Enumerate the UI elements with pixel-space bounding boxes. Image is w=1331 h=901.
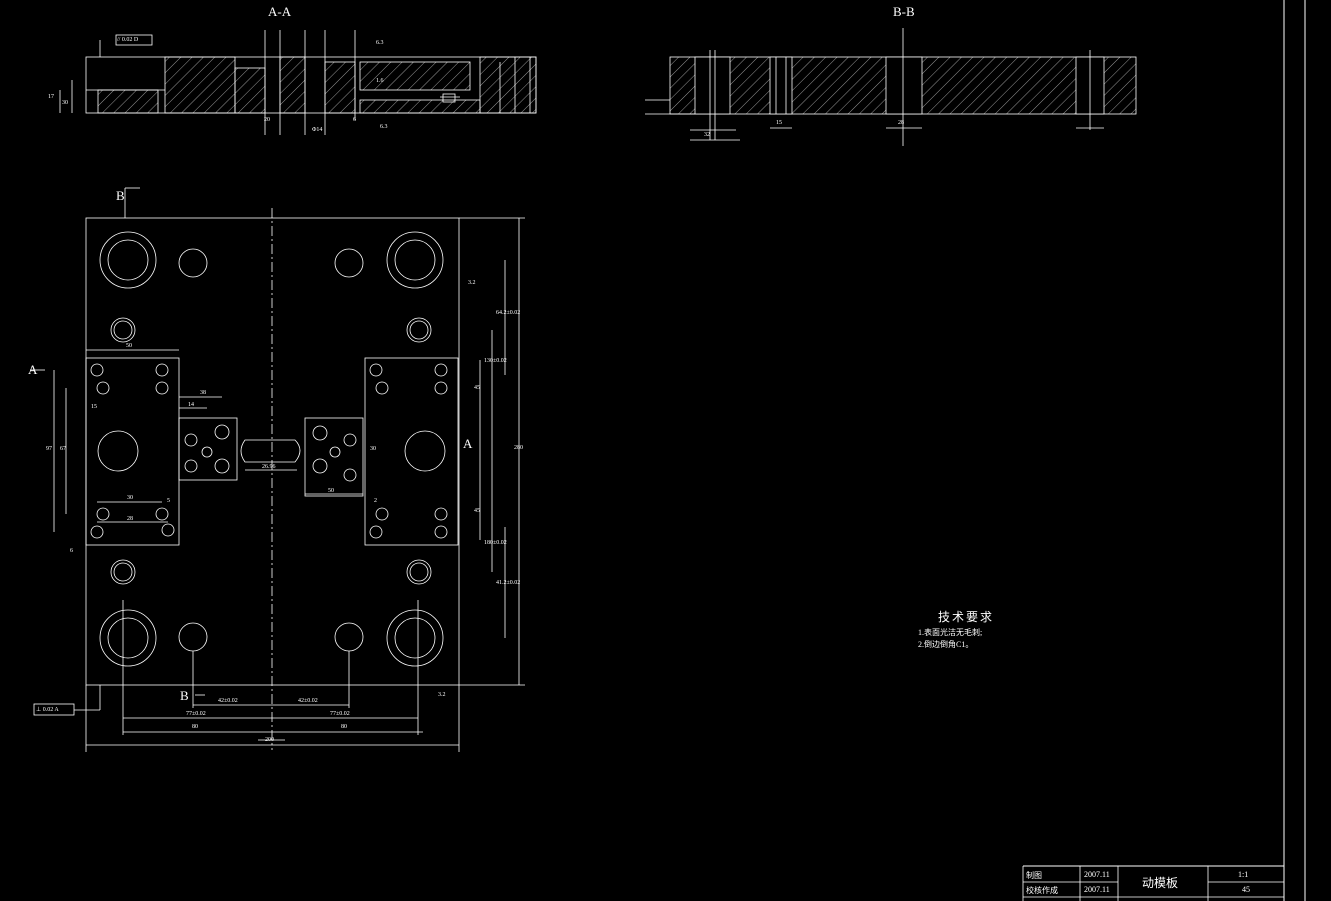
dim-right-130: 130±0.02 bbox=[484, 358, 507, 364]
dim-section-17: 17 bbox=[48, 94, 54, 100]
drawing-border bbox=[1023, 0, 1306, 901]
title-block-scale: 1:1 bbox=[1238, 870, 1249, 879]
section-marker-a-left: A bbox=[28, 362, 38, 377]
section-bb-view bbox=[645, 28, 1137, 146]
dim-section-20: 20 bbox=[264, 117, 270, 123]
title-block bbox=[1022, 866, 1284, 901]
surface-finish-mark: 3.2 bbox=[438, 692, 446, 698]
dim-center-right: 42±0.02 bbox=[298, 698, 318, 704]
dim-half-right: 80 bbox=[341, 724, 347, 730]
parallelism-tolerance-frame: // 0.02 D bbox=[117, 37, 139, 43]
dim-right-45a: 45 bbox=[474, 385, 480, 391]
dim-right-64: 64.2±0.02 bbox=[496, 310, 521, 316]
dim-small-30: 30 bbox=[370, 446, 376, 452]
surface-finish-mark: 6.3 bbox=[376, 40, 384, 46]
dim-insert-height: 97 bbox=[46, 446, 52, 452]
section-marker-b-bottom: B bbox=[180, 688, 189, 703]
section-aa-view bbox=[59, 30, 537, 135]
dim-section-28: 28 bbox=[898, 120, 904, 126]
dim-pitch-left: 77±0.02 bbox=[186, 711, 206, 717]
title-block-checked-label: 校核作成 bbox=[1026, 886, 1058, 895]
dim-right-180: 180±0.02 bbox=[484, 540, 507, 546]
title-block-material: 45 bbox=[1242, 885, 1250, 894]
main-plan-view bbox=[30, 187, 525, 752]
dim-section-30: 30 bbox=[62, 100, 68, 106]
section-marker-a-right: A bbox=[463, 436, 473, 451]
dim-small-50: 50 bbox=[328, 488, 334, 494]
dim-gate-width: 26.96 bbox=[262, 464, 276, 470]
dim-section-6: 6 bbox=[353, 117, 356, 123]
dim-small-6: 6 bbox=[70, 548, 73, 554]
tech-requirement-item: 1.表面光洁无毛刺; bbox=[918, 628, 983, 637]
dim-insert-height-inner: 67 bbox=[60, 446, 66, 452]
dim-right-45b: 45 bbox=[474, 508, 480, 514]
dim-center-left: 42±0.02 bbox=[218, 698, 238, 704]
title-block-part-name: 动模板 bbox=[1142, 876, 1179, 890]
surface-finish-mark: 1.6 bbox=[376, 78, 384, 84]
section-aa-label: A-A bbox=[268, 4, 292, 19]
tech-requirement-item: 2.倒边倒角C1。 bbox=[918, 640, 974, 649]
dim-section-14: Φ14 bbox=[312, 127, 323, 133]
tech-requirements-title: 技术要求 bbox=[938, 610, 995, 624]
surface-finish-mark: 6.3 bbox=[380, 124, 388, 130]
dim-insert-pitch-b: 28 bbox=[127, 516, 133, 522]
section-bb-label: B-B bbox=[893, 4, 915, 19]
dim-small-15: 15 bbox=[91, 404, 97, 410]
dim-height-total: 280 bbox=[514, 445, 523, 451]
dim-half-left: 80 bbox=[192, 724, 198, 730]
dim-section-15: 15 bbox=[776, 120, 782, 126]
dim-small-2: 2 bbox=[374, 498, 377, 504]
dim-pitch-right: 77±0.02 bbox=[330, 711, 350, 717]
dim-width-total: 200 bbox=[265, 737, 274, 743]
dim-section-32: 32 bbox=[704, 132, 710, 138]
title-block-drawn-label: 制图 bbox=[1026, 871, 1042, 880]
dim-small-5: 5 bbox=[167, 498, 170, 504]
dim-insert-pitch: 30 bbox=[127, 495, 133, 501]
dim-small-14: 14 bbox=[188, 402, 194, 408]
title-block-date-checked: 2007.11 bbox=[1084, 885, 1110, 894]
section-marker-b-top: B bbox=[116, 188, 125, 203]
dim-insert-width: 50 bbox=[126, 343, 132, 349]
perpendicularity-tolerance-frame: ⊥ 0.02 A bbox=[36, 707, 59, 713]
title-block-date-drawn: 2007.11 bbox=[1084, 870, 1110, 879]
dim-right-41: 41.2±0.02 bbox=[496, 580, 521, 586]
dim-small-38: 38 bbox=[200, 390, 206, 396]
surface-finish-mark: 3.2 bbox=[468, 280, 476, 286]
